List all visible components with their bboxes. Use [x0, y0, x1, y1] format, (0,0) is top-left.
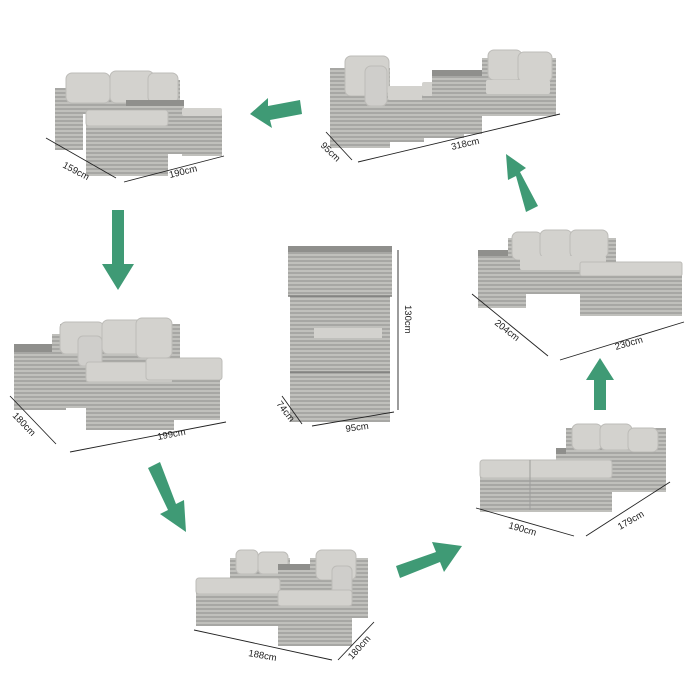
config-2-width-label: 318cm [450, 136, 480, 153]
arrow-left [250, 98, 302, 128]
arrow-down [102, 210, 134, 290]
config-5-corner-sofa [478, 229, 683, 316]
arrow-down-right [148, 462, 186, 532]
config-3-sofa-set [14, 317, 223, 430]
config-4-width-label: 95cm [345, 421, 370, 435]
config-2-sofa-row [330, 49, 556, 148]
config-3-depth-label: 180cm [10, 410, 38, 438]
config-6-sofa-set [479, 423, 666, 512]
config-5-width-label: 230cm [614, 334, 645, 352]
arrows [102, 98, 614, 578]
config-6-width-label: 190cm [507, 520, 538, 538]
config-4-height-label: 130cm [402, 305, 413, 334]
config-4-stacked-storage [288, 246, 392, 422]
arrow-up [586, 358, 614, 410]
config-7-sofa-set [195, 549, 368, 646]
config-5-depth-label: 204cm [492, 318, 521, 344]
config-1-width-label: 190cm [168, 163, 198, 181]
config-7-width-label: 188cm [247, 648, 277, 664]
arrow-up-right [396, 542, 462, 578]
config-3-width-label: 199cm [156, 427, 186, 443]
arrow-up-left [506, 154, 538, 212]
config-6-depth-label: 179cm [616, 509, 646, 533]
config-1-sofa-set [55, 70, 222, 176]
